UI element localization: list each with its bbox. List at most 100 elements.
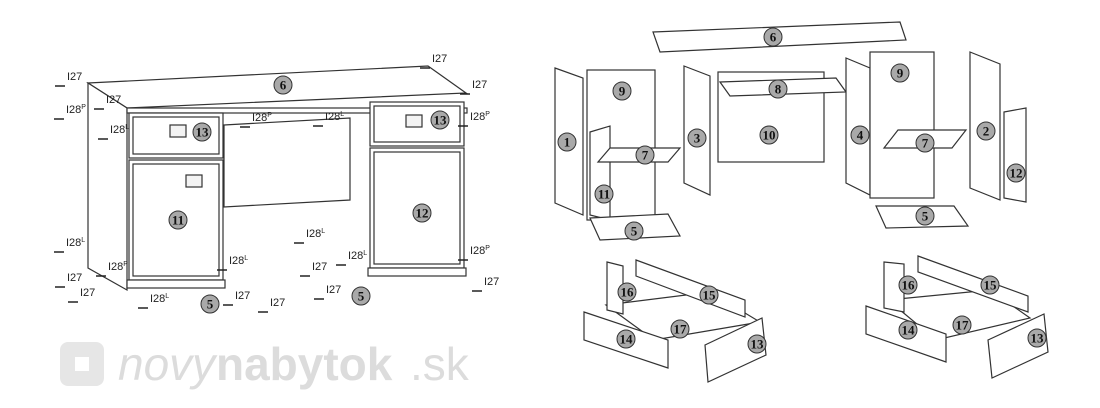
part-number: 14 — [902, 323, 916, 338]
watermark-suffix: .sk — [410, 338, 470, 390]
callout-circle — [200, 294, 220, 314]
hardware-code: I27 — [326, 284, 341, 296]
callout-circle — [594, 184, 614, 204]
hardware-code: I27 — [67, 272, 82, 284]
part-callout: 16 — [898, 275, 918, 295]
hardware-variant: P — [123, 261, 128, 268]
part-callout: 12 — [412, 203, 432, 223]
callout-circle — [747, 334, 767, 354]
part-callout: 13 — [430, 110, 450, 130]
part-callout: 7 — [635, 145, 655, 165]
watermark-bold: nabytok — [216, 338, 393, 390]
hardware-label: I27 — [484, 276, 499, 288]
hardware-code: I27 — [270, 297, 285, 309]
callout-circle — [952, 315, 972, 335]
callout-circle — [898, 320, 918, 340]
hardware-label: I28L — [306, 228, 325, 240]
hardware-variant: L — [125, 124, 129, 131]
hardware-code: I27 — [235, 290, 250, 302]
part-number: 15 — [984, 278, 998, 293]
part-callout: 14 — [616, 329, 636, 349]
callout-circle — [430, 110, 450, 130]
part-number: 10 — [763, 128, 776, 143]
hardware-variant: L — [321, 228, 325, 235]
callout-circle — [351, 286, 371, 306]
part-callout: 9 — [890, 63, 910, 83]
part-number: 5 — [358, 289, 365, 304]
callout-circle — [976, 121, 996, 141]
part-number: 6 — [770, 30, 777, 45]
hardware-label: I27 — [312, 261, 327, 273]
hardware-label: I27 — [80, 287, 95, 299]
hardware-label: I27 — [472, 79, 487, 91]
hardware-label: I28P — [66, 104, 86, 116]
hardware-code: I28 — [470, 245, 485, 257]
callout-circle — [616, 329, 636, 349]
part-callout: 2 — [976, 121, 996, 141]
watermark: novy nabytok .sk — [60, 338, 470, 390]
part-number: 16 — [621, 285, 635, 300]
part-number: 9 — [897, 66, 904, 81]
exploded-carcass — [554, 21, 1027, 241]
part-number: 17 — [674, 322, 688, 337]
hardware-variant: L — [363, 250, 367, 257]
part-callout: 3 — [687, 128, 707, 148]
hardware-label: I28L — [229, 255, 248, 267]
callout-circle — [915, 206, 935, 226]
hardware-code: I27 — [80, 287, 95, 299]
part-callout: 8 — [768, 79, 788, 99]
part-callout: 15 — [980, 275, 1000, 295]
part-number: 16 — [902, 278, 916, 293]
hardware-code: I28 — [252, 112, 267, 124]
part-number: 2 — [983, 124, 990, 139]
hardware-label: I28P — [470, 245, 490, 257]
part-number: 5 — [207, 297, 214, 312]
part-number: 11 — [172, 213, 184, 228]
hardware-label: I27 — [67, 71, 82, 83]
hardware-label: I27 — [235, 290, 250, 302]
watermark-script: novy — [118, 338, 218, 390]
part-callout: 5 — [200, 294, 220, 314]
part-number: 13 — [1031, 331, 1045, 346]
hardware-variant: P — [485, 245, 490, 252]
hardware-variant: L — [81, 237, 85, 244]
assembled-desk — [86, 65, 468, 292]
part-callout: 6 — [273, 75, 293, 95]
part-callout: 5 — [624, 221, 644, 241]
part-callout: 14 — [898, 320, 918, 340]
hardware-code: I27 — [67, 71, 82, 83]
part-callout: 11 — [594, 184, 614, 204]
callout-circle — [635, 145, 655, 165]
hardware-code: I27 — [312, 261, 327, 273]
part-number: 17 — [956, 318, 970, 333]
hardware-code: I28 — [150, 293, 165, 305]
part-number: 14 — [620, 332, 634, 347]
drawer-left — [583, 259, 767, 383]
callout-circle — [915, 133, 935, 153]
part-number: 5 — [922, 209, 929, 224]
hardware-label: I27 — [432, 53, 447, 65]
part-callout: 12 — [1006, 163, 1026, 183]
hardware-code: I28 — [325, 111, 340, 123]
hardware-code: I27 — [484, 276, 499, 288]
hardware-label: I27 — [67, 272, 82, 284]
part-number: 7 — [922, 136, 929, 151]
hardware-label: I27 — [270, 297, 285, 309]
hardware-variant: P — [485, 111, 490, 118]
part-callout: 11 — [168, 210, 188, 230]
callout-circle — [890, 63, 910, 83]
hardware-code: I28 — [306, 228, 321, 240]
part-callout: 17 — [952, 315, 972, 335]
part-number: 4 — [857, 128, 864, 143]
hardware-code: I27 — [106, 94, 121, 106]
callout-circle — [273, 75, 293, 95]
hardware-label: I28P — [252, 112, 272, 124]
hardware-label: I28L — [150, 293, 169, 305]
part-number: 8 — [775, 82, 782, 97]
hardware-label: I28P — [470, 111, 490, 123]
hardware-code: I28 — [110, 124, 125, 136]
callout-circle — [192, 122, 212, 142]
hardware-code: I28 — [470, 111, 485, 123]
